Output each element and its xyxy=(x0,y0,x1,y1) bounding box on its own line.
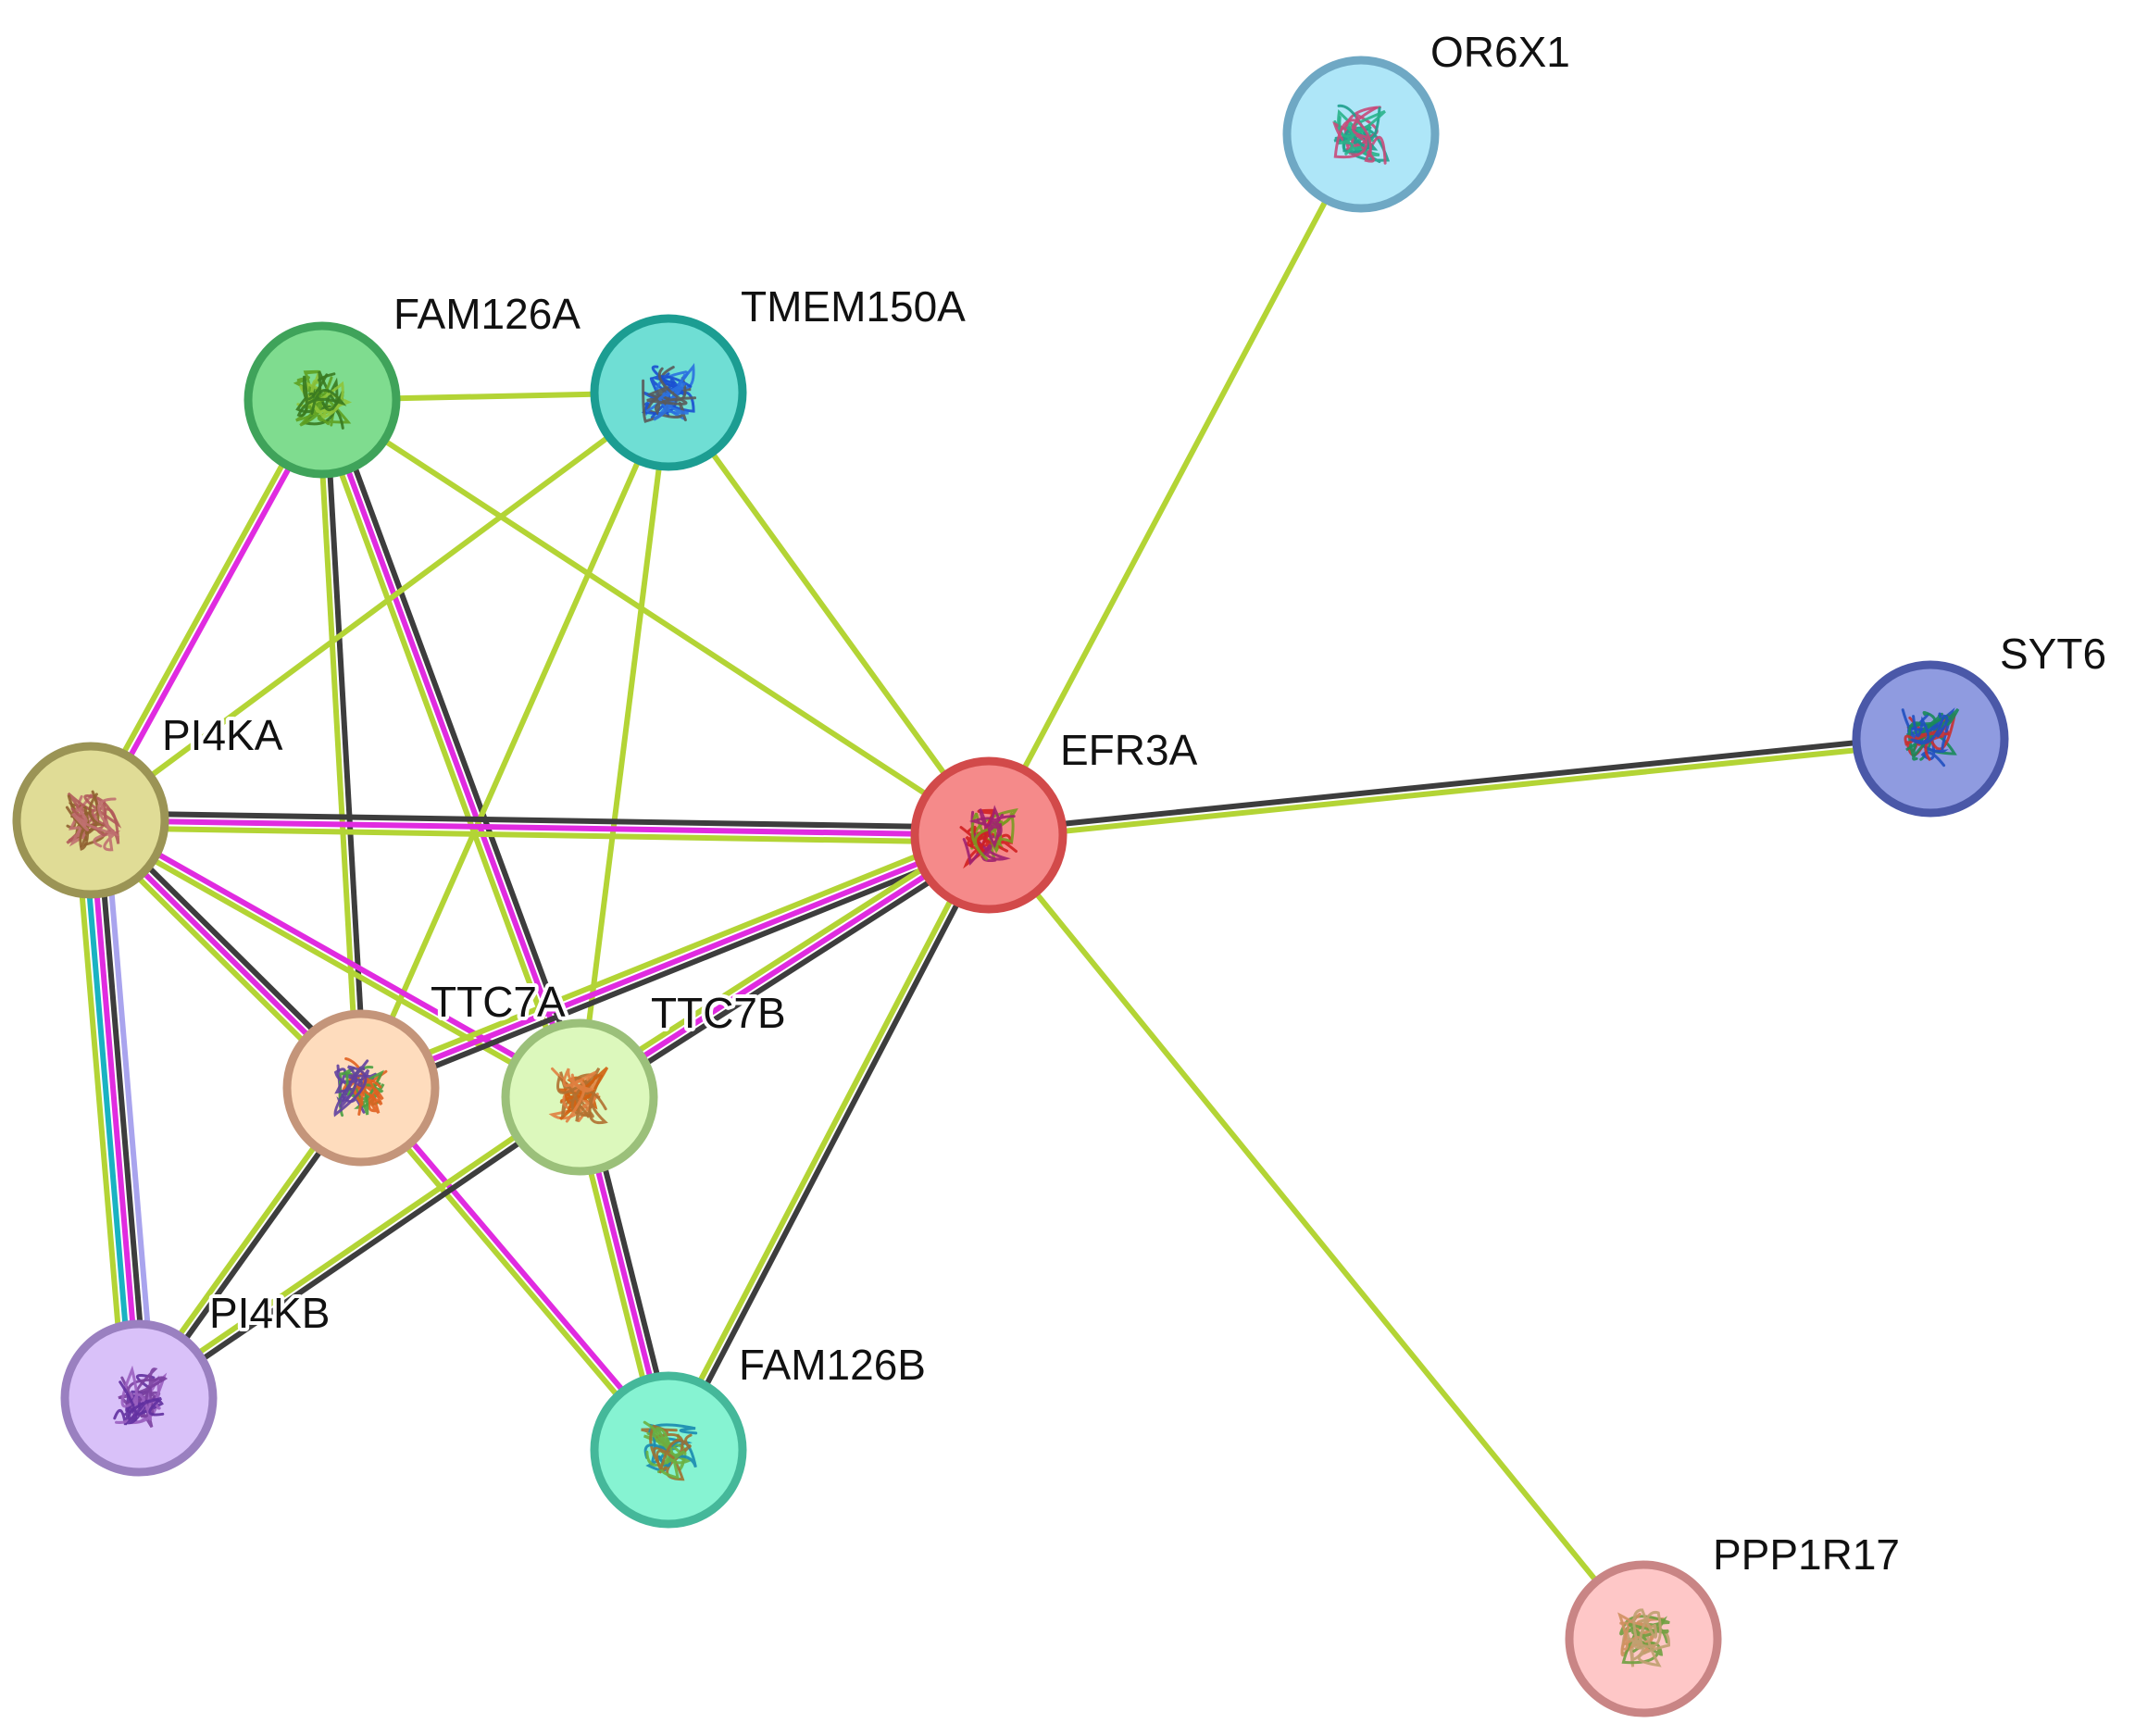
protein-structure-icon xyxy=(959,805,1018,869)
edge-line-experiments xyxy=(91,400,329,824)
edge-line-textmining xyxy=(666,391,992,837)
node-ttc7a[interactable] xyxy=(282,1009,440,1167)
edge-efr3a-fam126b[interactable] xyxy=(662,831,995,1454)
node-pi4ka[interactable] xyxy=(12,742,169,899)
node-layer xyxy=(12,56,2009,1717)
node-label-fam126a: FAM126A xyxy=(393,290,581,338)
edge-line-coexpression xyxy=(94,819,149,1398)
edge-pi4ka-ttc7b[interactable] xyxy=(87,814,583,1104)
edge-line-coexpression xyxy=(988,732,1930,835)
node-ttc7b[interactable] xyxy=(501,1018,658,1176)
node-fam126a[interactable] xyxy=(243,321,401,479)
edge-efr3a-ttc7b[interactable] xyxy=(574,826,994,1106)
edge-line-experiments xyxy=(361,1083,674,1450)
edge-fam126a-pi4ka[interactable] xyxy=(84,396,329,824)
node-syt6[interactable] xyxy=(1852,660,2009,818)
node-label-pi4ka: PI4KA xyxy=(162,711,283,759)
protein-structure-icon xyxy=(548,1066,609,1125)
edge-line-textmining xyxy=(356,825,988,1084)
edge-tmem150a-ttc7b[interactable] xyxy=(577,392,671,1098)
protein-structure-icon xyxy=(641,1420,698,1481)
edge-line-homology xyxy=(102,818,156,1397)
edge-line-textmining xyxy=(87,820,580,1104)
edge-line-experiments xyxy=(319,398,582,1099)
node-label-tmem150a: TMEM150A xyxy=(741,282,966,331)
protein-structure-icon xyxy=(293,369,353,430)
edge-pi4ka-efr3a[interactable] xyxy=(90,810,990,845)
node-label-ttc7a: TTC7A xyxy=(431,978,566,1026)
edge-line-textmining xyxy=(135,1092,580,1398)
node-efr3a[interactable] xyxy=(910,756,1068,914)
edge-line-experiments xyxy=(359,832,991,1091)
edge-tmem150a-ttc7a[interactable] xyxy=(358,391,671,1090)
node-label-pi4kb: PI4KB xyxy=(209,1289,330,1337)
node-tmem150a[interactable] xyxy=(590,314,747,471)
edge-line-coexpression xyxy=(326,396,590,1096)
edge-line-textmining xyxy=(986,132,1364,837)
node-label-ttc7b: TTC7B xyxy=(651,989,786,1037)
node-label-syt6: SYT6 xyxy=(2000,630,2106,678)
edge-line-textmining xyxy=(986,833,1646,1641)
node-label-fam126b: FAM126B xyxy=(739,1341,926,1389)
edge-efr3a-syt6[interactable] xyxy=(988,732,1931,842)
node-ppp1r17[interactable] xyxy=(1565,1560,1722,1717)
protein-structure-icon xyxy=(1617,1608,1671,1667)
edge-line-textmining xyxy=(662,831,989,1450)
protein-structure-icon xyxy=(65,790,122,852)
edge-line-experiments xyxy=(578,832,991,1100)
edge-line-textmining xyxy=(577,392,671,1098)
protein-structure-icon xyxy=(1332,104,1391,165)
protein-structure-icon xyxy=(642,363,697,423)
node-or6x1[interactable] xyxy=(1282,56,1440,213)
edge-line-coexpression xyxy=(668,835,995,1454)
edge-line-coexpression xyxy=(581,839,994,1106)
edge-line-textmining xyxy=(90,824,989,845)
edge-or6x1-efr3a[interactable] xyxy=(986,132,1364,837)
edge-line-textmining xyxy=(358,391,671,1090)
edge-line-textmining xyxy=(89,390,670,823)
edge-line-textmining xyxy=(312,401,576,1101)
edge-line-experiments xyxy=(88,819,142,1399)
edge-pi4ka-pi4kb[interactable] xyxy=(73,818,156,1400)
edge-tmem150a-pi4ka[interactable] xyxy=(89,390,670,823)
protein-structure-icon xyxy=(113,1365,169,1429)
edge-line-textmining xyxy=(73,821,128,1400)
edge-ttc7b-pi4kb[interactable] xyxy=(135,1092,583,1404)
edge-line-textmining xyxy=(320,397,991,838)
node-pi4kb[interactable] xyxy=(60,1319,218,1477)
edge-line-database xyxy=(81,820,135,1399)
node-label-or6x1: OR6X1 xyxy=(1430,28,1570,76)
edge-ttc7a-fam126b[interactable] xyxy=(356,1083,674,1455)
edge-fam126a-ttc7b[interactable] xyxy=(312,396,590,1101)
edge-line-experiments xyxy=(91,814,583,1097)
node-label-efr3a: EFR3A xyxy=(1060,726,1198,774)
edge-tmem150a-efr3a[interactable] xyxy=(666,391,992,837)
edge-efr3a-ppp1r17[interactable] xyxy=(986,833,1646,1641)
edge-line-textmining xyxy=(574,826,987,1093)
node-fam126b[interactable] xyxy=(590,1371,747,1529)
edge-line-coexpression xyxy=(362,839,993,1098)
edge-line-textmining xyxy=(989,739,1931,842)
edge-fam126a-efr3a[interactable] xyxy=(320,397,991,838)
protein-structure-icon xyxy=(333,1057,388,1118)
edge-line-textmining xyxy=(84,396,322,820)
edge-line-coexpression xyxy=(91,810,990,831)
edge-line-experiments xyxy=(90,818,990,838)
protein-structure-icon xyxy=(1901,707,1960,768)
edge-efr3a-ttc7a[interactable] xyxy=(356,825,993,1098)
edge-line-textmining xyxy=(356,1088,668,1455)
edge-line-coexpression xyxy=(139,1097,583,1404)
node-label-ppp1r17: PPP1R17 xyxy=(1713,1530,1900,1579)
